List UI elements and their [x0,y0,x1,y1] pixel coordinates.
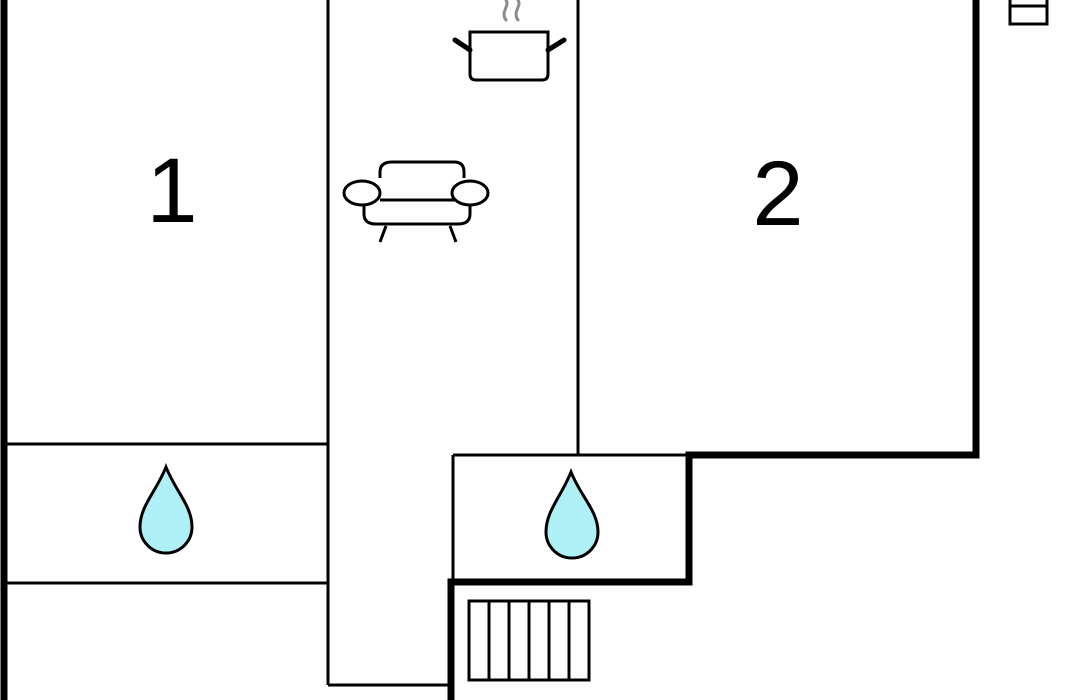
water-drop-icon-2 [544,467,600,560]
right-outer-wall [447,0,980,700]
fridge-icon [1008,0,1049,26]
sofa-icon [342,160,490,243]
cooking-pot-icon [452,0,567,82]
room-1-label: 1 [146,140,197,242]
exterior-walls [0,0,980,700]
room-2-label: 2 [752,143,803,245]
stairs-icon [467,599,591,682]
water-drop-icon [138,462,194,555]
interior-walls [7,0,689,687]
